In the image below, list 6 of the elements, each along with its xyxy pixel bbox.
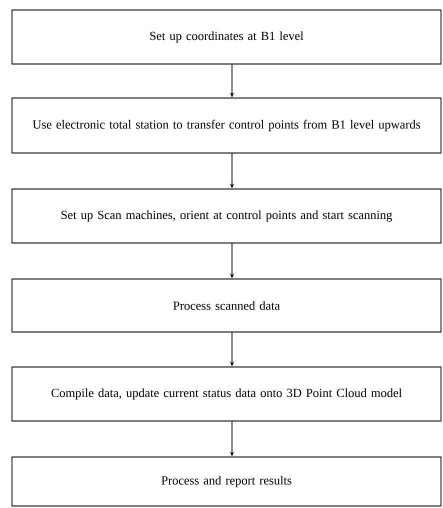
process-box: Set up Scan machines, orient at control points and start scanning [12,188,442,244]
process-box: Set up coordinates at B1 level [12,10,442,64]
process-box: Process scanned data [12,278,442,332]
process-box: Use electronic total station to transfer control points from B1 level upwards [12,98,442,154]
process-box: Compile data, update current status data onto 3D Point Cloud model [12,366,442,422]
process-box: Process and report results [12,456,442,506]
